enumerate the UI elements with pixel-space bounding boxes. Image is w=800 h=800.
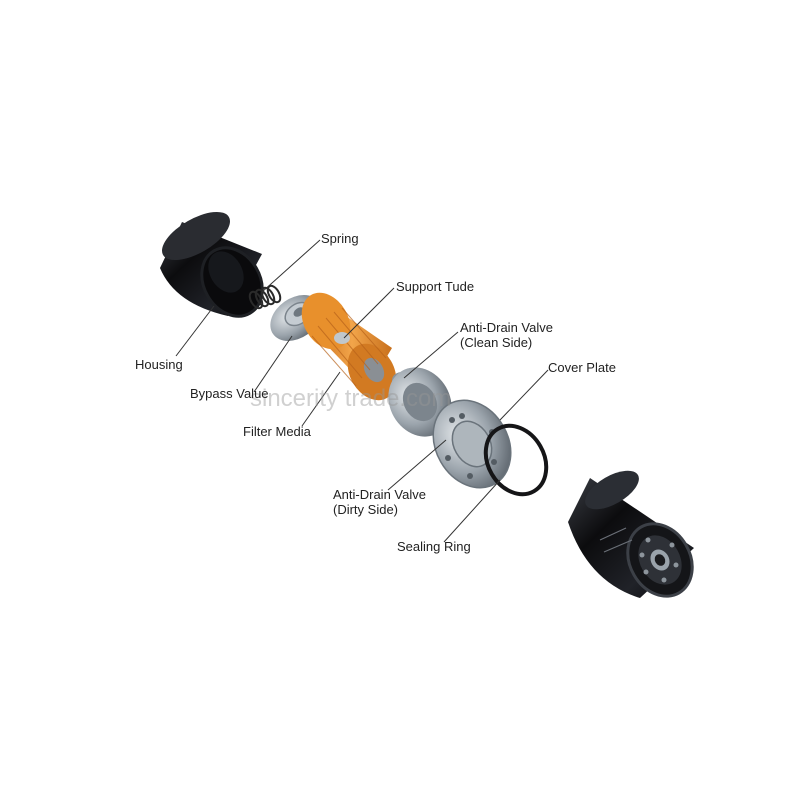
label-spring: Spring — [321, 231, 359, 246]
label-anti-drain-valve-clean-line1: Anti-Drain Valve — [460, 320, 553, 335]
assembled-filter-part — [568, 463, 705, 608]
leader-housing — [176, 306, 214, 356]
label-anti-drain-valve-dirty-line2: (Dirty Side) — [333, 502, 426, 517]
label-cover-plate: Cover Plate — [548, 360, 616, 375]
label-housing: Housing — [135, 357, 183, 372]
watermark-text: sincerity trade.com — [250, 385, 451, 413]
leader-support-tube — [344, 288, 394, 338]
label-sealing-ring: Sealing Ring — [397, 539, 471, 554]
leader-sealing-ring — [444, 480, 500, 542]
label-anti-drain-valve-clean: Anti-Drain Valve (Clean Side) — [460, 320, 553, 350]
label-filter-media: Filter Media — [243, 424, 311, 439]
leader-bypass-valve — [254, 336, 292, 392]
label-anti-drain-valve-dirty: Anti-Drain Valve (Dirty Side) — [333, 487, 426, 517]
label-anti-drain-valve-dirty-line1: Anti-Drain Valve — [333, 487, 426, 502]
label-bypass-valve: Bypass Value — [190, 386, 269, 401]
leader-anti-drain-clean — [404, 332, 458, 378]
leader-cover-plate — [500, 370, 548, 420]
label-support-tube: Support Tude — [396, 279, 474, 294]
leader-spring — [262, 240, 320, 292]
label-anti-drain-valve-clean-line2: (Clean Side) — [460, 335, 553, 350]
leader-anti-drain-dirty — [388, 440, 446, 490]
